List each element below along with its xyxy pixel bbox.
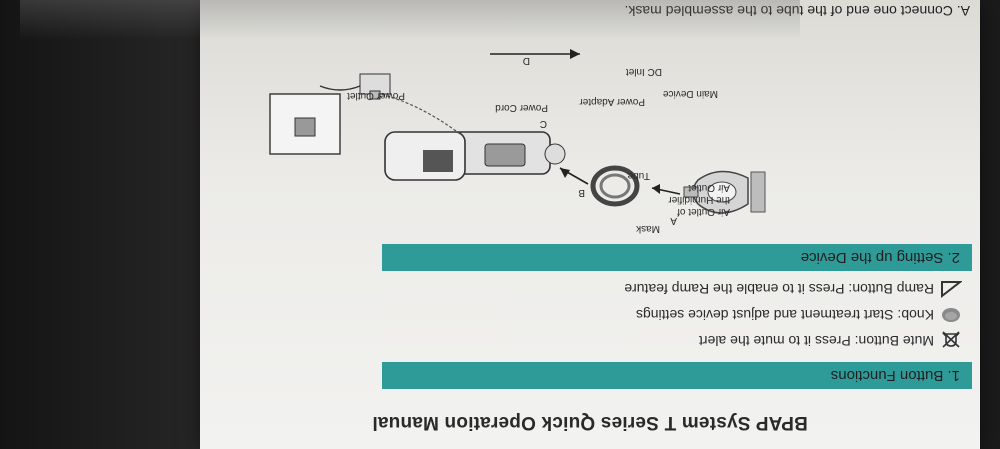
mute-bell-icon xyxy=(942,331,960,348)
label-power-adapter: Power Adapter xyxy=(579,96,645,107)
section-setting-up: 2. Setting up the Device xyxy=(382,244,972,271)
ramp-button-desc: Ramp Button: Press it to enable the Ramp… xyxy=(624,281,934,297)
page-shadow xyxy=(20,0,800,40)
tube-illustration xyxy=(590,165,640,207)
label-power-cord: Power Cord xyxy=(495,102,548,113)
mask-illustration xyxy=(683,170,766,214)
label-mask: Mask xyxy=(636,223,660,234)
knob-icon xyxy=(942,308,960,322)
mute-button-desc: Mute Button: Press it to mute the alert xyxy=(699,333,934,349)
power-adapter-illustration xyxy=(359,73,391,100)
label-a: A xyxy=(670,215,677,226)
label-air-outlet-humidifier-1: Air Outlet of xyxy=(677,206,730,217)
main-device-illustration xyxy=(384,131,566,181)
ramp-icon xyxy=(941,281,962,299)
label-power-outlet: Power Outlet xyxy=(347,90,405,101)
knob-desc: Knob: Start treatment and adjust device … xyxy=(635,307,934,323)
label-tube: Tube xyxy=(627,170,650,181)
label-b: B xyxy=(578,187,585,198)
setup-diagram xyxy=(269,49,766,214)
label-dc-inlet: DC Inlet xyxy=(625,66,662,77)
label-c: C xyxy=(539,118,547,129)
manual-page: BPAP System T Series Quick Operation Man… xyxy=(200,0,980,449)
label-d: D xyxy=(522,55,530,66)
label-air-outlet: Air Outlet xyxy=(688,182,730,193)
label-main-device: Main Device xyxy=(662,88,718,99)
label-air-outlet-humidifier-2: the Humidifier xyxy=(668,194,730,205)
section-button-functions: 1. Button Functions xyxy=(382,362,972,389)
power-outlet-illustration xyxy=(269,93,341,155)
page-title: BPAP System T Series Quick Operation Man… xyxy=(372,412,808,433)
